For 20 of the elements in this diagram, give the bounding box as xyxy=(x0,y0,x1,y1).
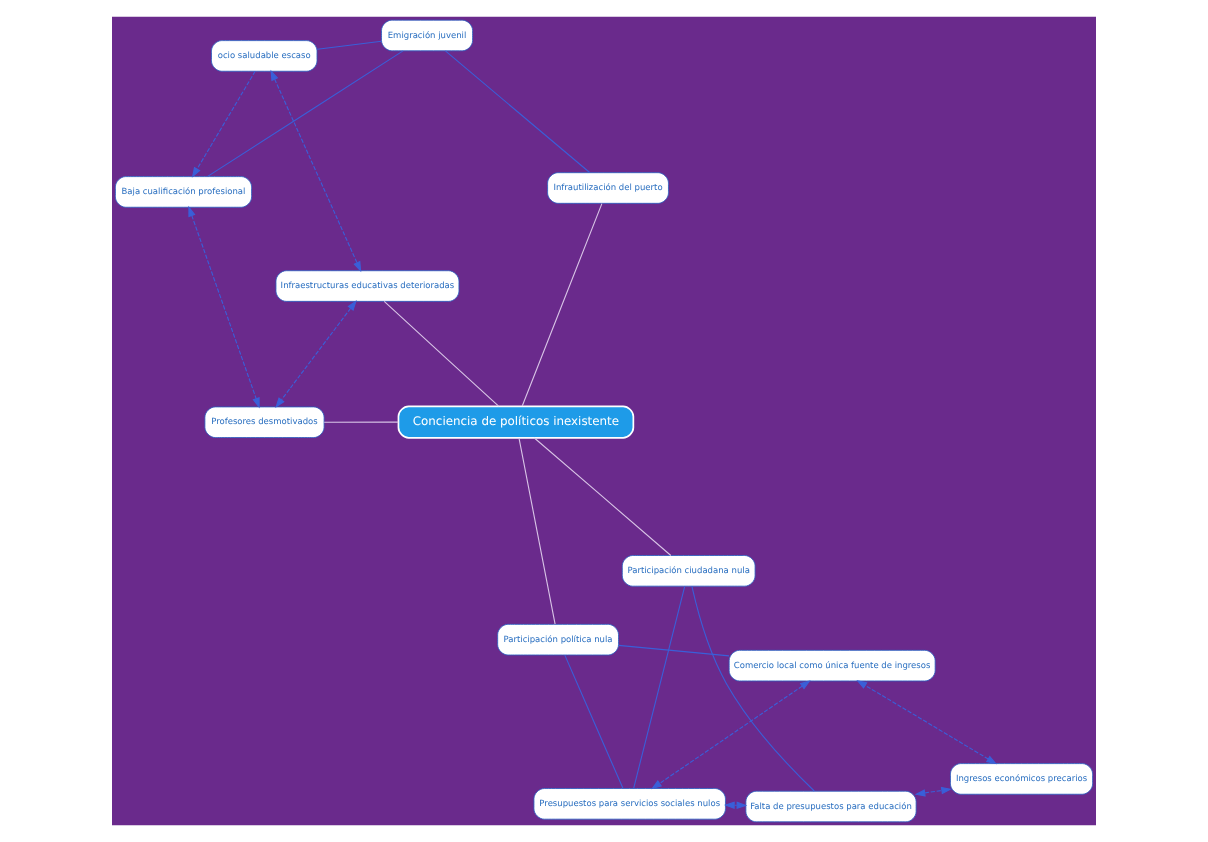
connector xyxy=(207,50,404,177)
connector xyxy=(691,585,815,792)
arrow xyxy=(275,300,357,409)
connector xyxy=(633,585,686,789)
arrow xyxy=(188,205,260,409)
arrow xyxy=(651,680,811,790)
arrow xyxy=(191,70,256,178)
connector xyxy=(618,644,730,657)
connector xyxy=(518,437,556,625)
arrow xyxy=(856,680,998,765)
connector xyxy=(564,654,624,789)
arrow xyxy=(270,69,362,273)
connector xyxy=(323,421,399,423)
arrow xyxy=(914,786,952,797)
connector xyxy=(444,50,591,174)
connector xyxy=(533,437,672,557)
connector xyxy=(316,40,383,50)
connector xyxy=(521,203,603,407)
arrow xyxy=(723,801,748,810)
connector xyxy=(383,300,500,407)
